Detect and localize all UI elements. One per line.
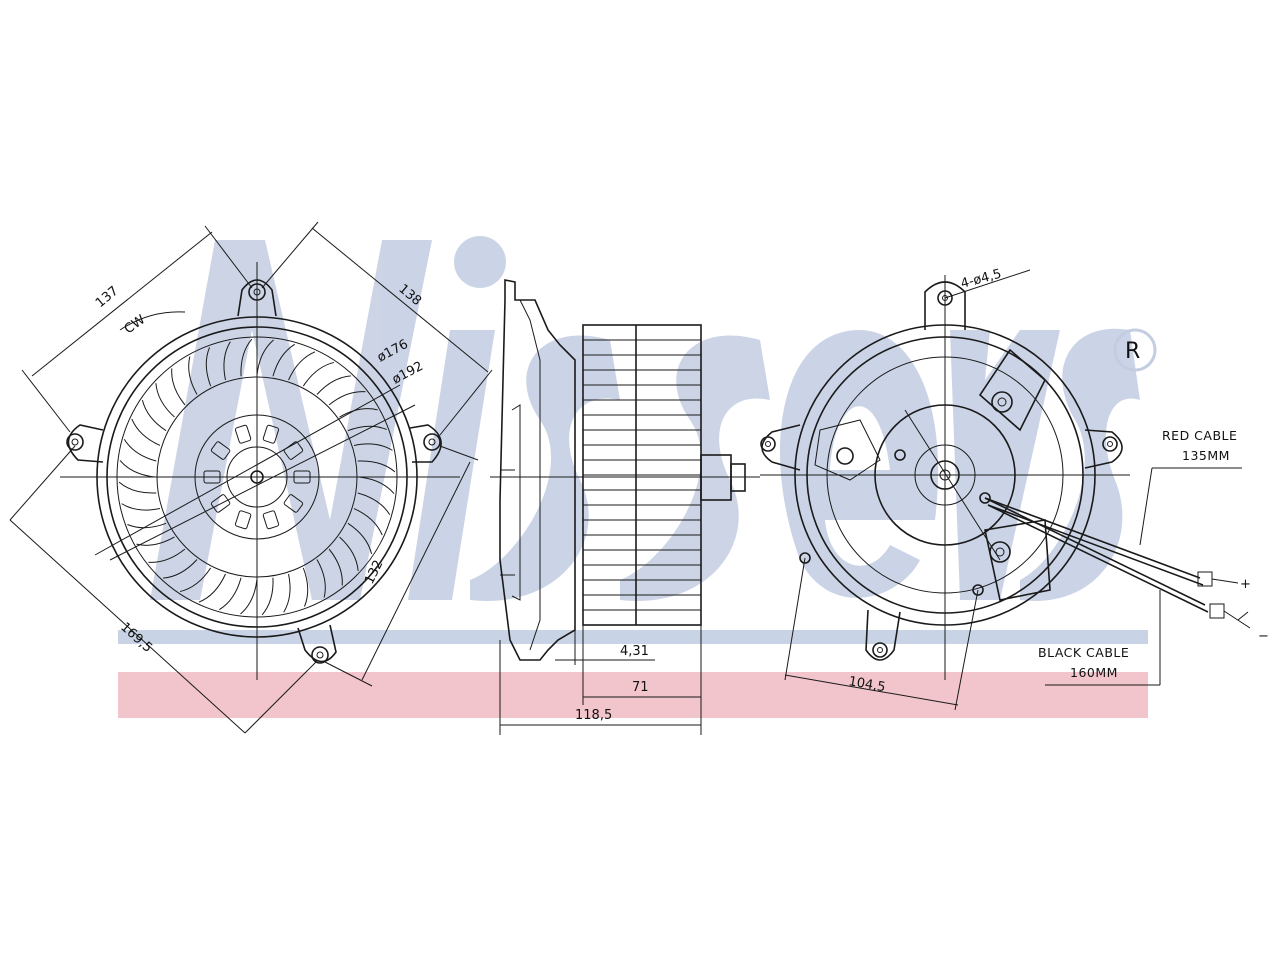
watermark-stripe-blue xyxy=(118,630,1148,644)
impeller-blade xyxy=(240,578,258,615)
impeller-blade xyxy=(353,443,393,451)
impeller-blade xyxy=(141,399,167,432)
watermark-stripe-pink xyxy=(118,672,1148,718)
rear-view: + − RED CABLE 135MM BLACK CABLE 160MM 4-… xyxy=(760,267,1269,711)
dim-71: 71 xyxy=(632,680,649,695)
red-cable xyxy=(984,497,1239,587)
impeller-blade xyxy=(357,460,396,473)
impeller-blade xyxy=(272,343,296,377)
rear-mount-lug-top xyxy=(924,281,966,330)
impeller-blade xyxy=(328,548,343,586)
rear-mount-lug-bottom xyxy=(865,609,901,661)
impeller-blade xyxy=(205,347,212,387)
side-wheel-fins xyxy=(583,339,701,611)
impeller-blade xyxy=(339,536,359,571)
impeller-blade xyxy=(198,573,226,603)
impeller-blade xyxy=(316,559,326,598)
impeller-blade xyxy=(118,481,157,494)
hub-slot xyxy=(210,441,231,460)
impeller-blade xyxy=(131,418,161,446)
rear-terminal-block-upper xyxy=(978,348,1046,432)
impeller-blade xyxy=(148,548,186,563)
dim-137: 137 xyxy=(93,284,122,311)
red-cable-name: RED CABLE xyxy=(1162,428,1237,443)
impeller-blade xyxy=(302,567,309,607)
impeller-blade xyxy=(357,492,391,516)
side-view: 4,31 71 118,5 xyxy=(490,279,760,735)
impeller-blade xyxy=(316,375,351,395)
front-mount-lug-left xyxy=(66,424,104,463)
rear-mount-lug-left xyxy=(760,424,801,471)
black-cable xyxy=(984,497,1251,629)
impeller-blade xyxy=(240,338,253,377)
impeller-blade xyxy=(256,339,274,376)
impeller-blade xyxy=(218,577,242,611)
hub-slot xyxy=(262,510,280,530)
impeller-blade xyxy=(127,522,167,529)
hub-slot xyxy=(234,424,252,444)
dim-cw: CW xyxy=(122,312,149,337)
registered-mark: R xyxy=(1113,328,1157,372)
impeller-blade xyxy=(123,438,157,462)
impeller-blade xyxy=(163,559,198,579)
black-cable-name: BLACK CABLE xyxy=(1038,645,1129,660)
side-flange xyxy=(499,279,576,661)
impeller-blade xyxy=(358,476,395,494)
hub-slot xyxy=(283,441,304,460)
hub-slot xyxy=(234,510,252,530)
impeller-blade xyxy=(283,573,291,613)
impeller-blade xyxy=(353,508,383,536)
impeller-blade xyxy=(328,391,366,406)
black-cable-length: 160MM xyxy=(1070,665,1118,680)
impeller-blade xyxy=(347,425,387,432)
black-cable-sign: − xyxy=(1258,629,1269,644)
dim-4-31: 4,31 xyxy=(620,644,649,659)
hub-slot xyxy=(262,424,280,444)
hub-slot xyxy=(210,494,231,513)
dim-104-5: 104,5 xyxy=(847,674,886,695)
hub-slot xyxy=(283,494,304,513)
impeller-blade xyxy=(339,408,378,418)
red-cable-sign: + xyxy=(1240,577,1251,592)
impeller-blade xyxy=(223,341,231,381)
dim-118-5: 118,5 xyxy=(575,708,612,723)
impeller-blade xyxy=(179,567,212,593)
impeller-blade xyxy=(121,503,161,511)
impeller-blade xyxy=(155,383,175,418)
front-mount-lug-bottom xyxy=(297,624,337,664)
impeller-blade xyxy=(347,522,373,555)
dim-hole: 4-ø4,5 xyxy=(959,267,1003,292)
impeller-blade xyxy=(302,361,335,387)
impeller-blade xyxy=(288,351,316,381)
impeller-blade xyxy=(188,356,198,395)
impeller-blade xyxy=(119,460,156,478)
red-cable-length: 135MM xyxy=(1182,448,1230,463)
impeller-blade xyxy=(171,368,186,406)
rear-mount-lug-right xyxy=(1084,429,1123,469)
svg-text:R: R xyxy=(1125,339,1140,364)
rear-terminal-block-lower xyxy=(984,519,1051,601)
front-mount-lug-right xyxy=(409,424,442,463)
impeller-blade xyxy=(261,577,274,616)
